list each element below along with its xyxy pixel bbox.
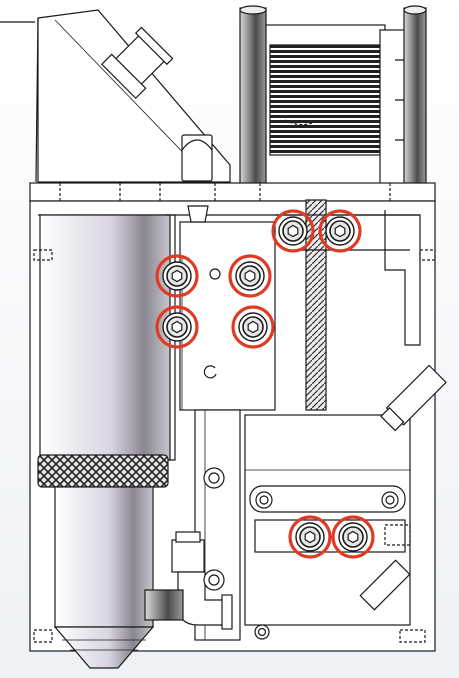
highlight-ring [231, 305, 275, 349]
socket-head-screw [155, 254, 199, 298]
socket-head-screw [288, 515, 332, 559]
highlight-ring [288, 515, 332, 559]
top-fitting [187, 205, 209, 223]
elbow-fitting [144, 531, 233, 630]
right-bracket [275, 210, 421, 346]
cable-gland-upper [380, 364, 447, 432]
socket-head-screw [228, 254, 272, 298]
cable-gland-lower [359, 559, 411, 611]
socket-head-screw [318, 209, 362, 253]
top-mounting-plate [29, 182, 436, 202]
stepper-motor [244, 24, 426, 186]
highlight-ring [155, 254, 199, 298]
minor-screws [203, 467, 399, 640]
housing-boss [181, 134, 213, 182]
guide-rod-left [239, 5, 267, 189]
drive-belt [305, 199, 327, 411]
hidden-lines [33, 249, 436, 643]
socket-head-screw [331, 515, 375, 559]
socket-head-screw [271, 209, 315, 253]
nozzle [53, 486, 155, 669]
highlight-ring [331, 515, 375, 559]
highlighted-screws [155, 209, 375, 559]
highlight-ring [228, 254, 272, 298]
highlight-ring [155, 305, 199, 349]
socket-head-screw [155, 305, 199, 349]
highlight-ring [271, 209, 315, 253]
socket-head-screw [231, 305, 275, 349]
lens-tube [39, 214, 176, 461]
knurled-ring [37, 454, 169, 488]
guide-rod-right [403, 5, 427, 189]
highlight-ring [318, 209, 362, 253]
